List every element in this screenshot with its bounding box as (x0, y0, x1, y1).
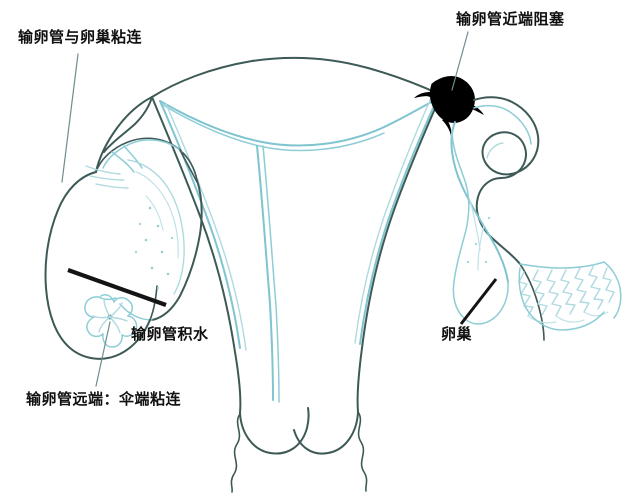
right-ovary (450, 121, 509, 325)
vaginal-walls (230, 411, 368, 493)
right-fimbriae-normal (518, 261, 622, 331)
leader-hydrosalpinx (67, 268, 167, 307)
left-hydrosalpinx-sac (127, 159, 185, 295)
leader-ovary (459, 278, 498, 325)
left-ovary (44, 171, 158, 360)
label-distal-fimbrial-adhesion: 输卵管远端：伞端粘连 (26, 390, 182, 408)
leader-proximal-block (451, 31, 469, 91)
right-fallopian-tube (473, 96, 545, 341)
leader-tube-ovary-adhesion (61, 53, 79, 183)
label-tube-ovary-adhesion: 输卵管与卵巢粘连 (18, 28, 143, 46)
leader-lines (61, 31, 498, 387)
label-hydrosalpinx: 输卵管积水 (131, 325, 209, 343)
label-ovary: 卵巢 (441, 325, 473, 343)
left-fallopian-tube-dilated (85, 96, 203, 321)
leader-distal-fimbrial (95, 321, 111, 387)
uterine-cavity (159, 97, 438, 403)
left-clubbed-fimbria (84, 294, 138, 348)
uterus-body (151, 56, 442, 455)
label-proximal-tubal-blockage: 输卵管近端阻塞 (456, 10, 565, 28)
right-proximal-occlusion (414, 76, 484, 136)
